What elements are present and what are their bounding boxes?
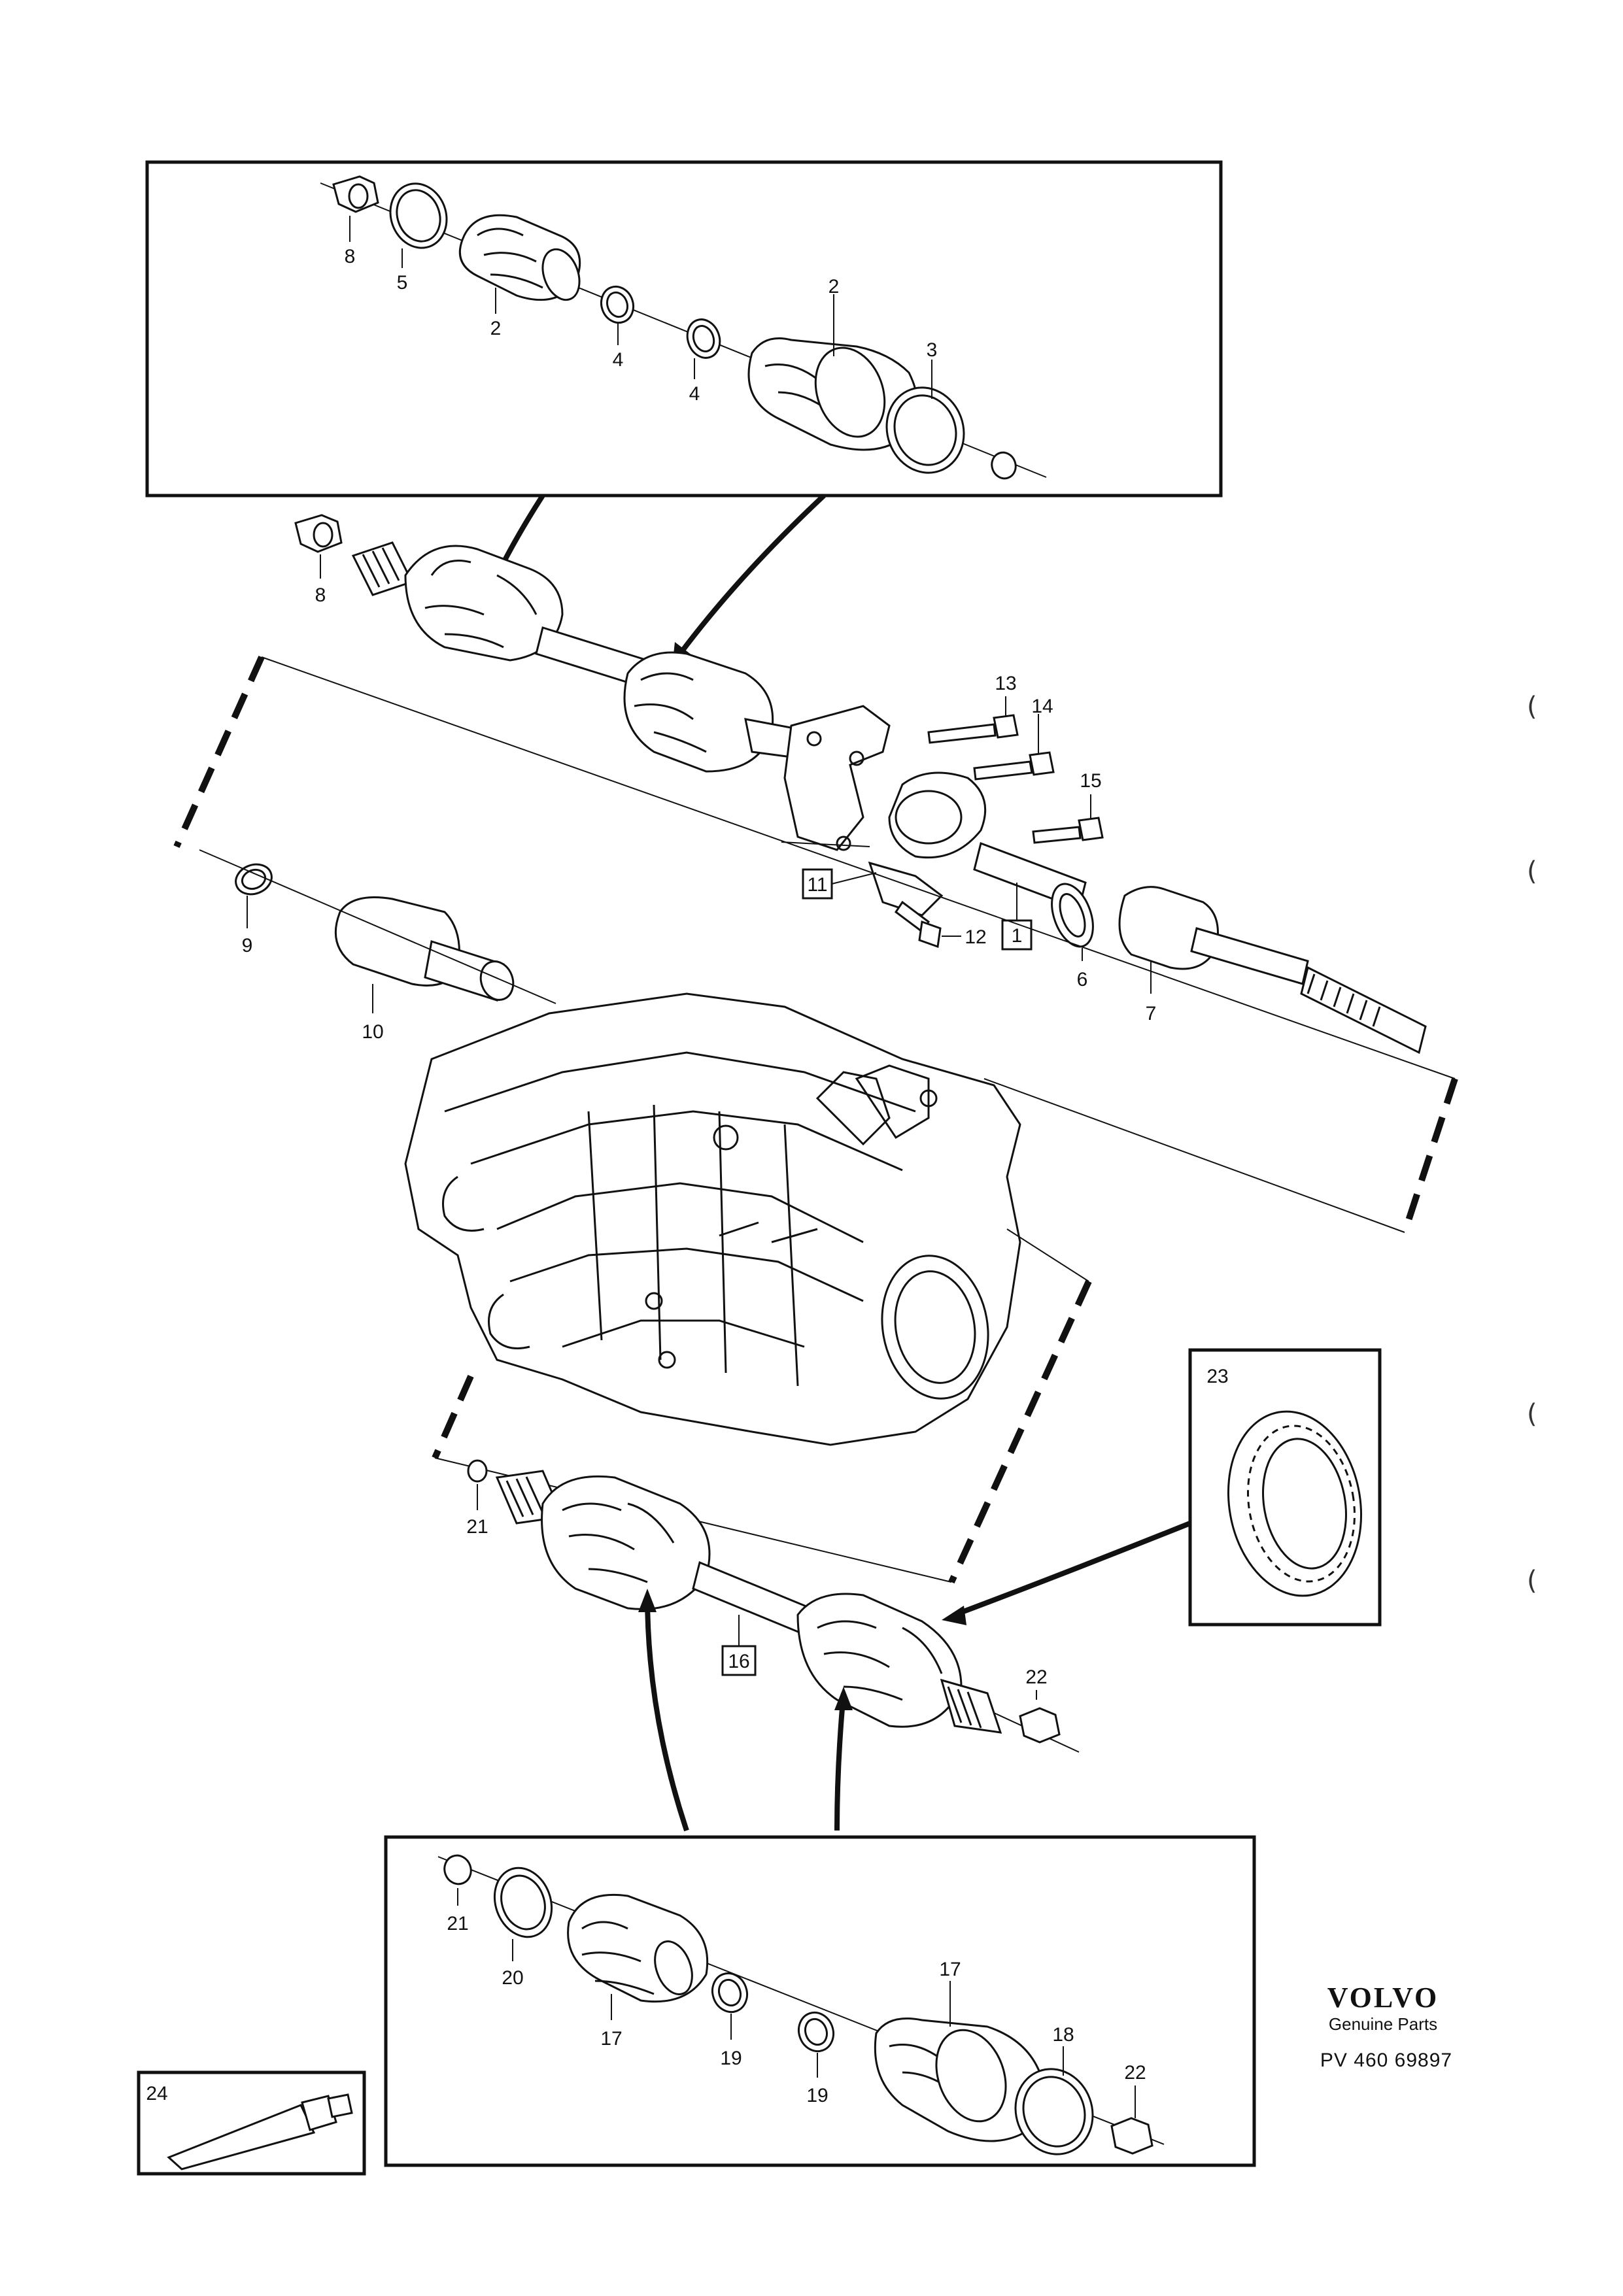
bolt-12 [894,900,942,949]
abs-pointer-arrow [953,1521,1191,1617]
label-2-top-left: 2 [490,318,502,339]
top-boot-2-left [458,214,581,301]
lower-shaft-assembly: 21 22 16 [466,1459,1080,1753]
part-catalog-code: PV 460 69897 [1320,2050,1453,2071]
bracket-11 [783,705,987,917]
sleeve-10 [334,896,515,1002]
label-12: 12 [965,926,986,948]
top-snap-ring [991,451,1017,480]
label-4-top-b: 4 [689,383,700,405]
top-detail-box: 8 5 2 4 4 2 3 [145,160,1223,498]
abs-ring-box: 23 [1188,1348,1382,1627]
label-9: 9 [242,935,253,956]
o-ring-9 [235,863,273,896]
bottom-detail-box: 21 20 17 19 19 17 18 22 [384,1835,1256,2167]
gearbox-housing [404,992,1021,1446]
label-23: 23 [1206,1366,1228,1387]
label-11: 11 [807,874,827,896]
label-21-mid: 21 [466,1516,488,1538]
label-2-top-right: 2 [829,276,840,297]
label-3-top: 3 [927,339,938,361]
upper-shaft-assembly: 8 [199,514,1427,1055]
label-10: 10 [362,1021,383,1043]
upper-dashed-outline [173,655,1458,1234]
top-ring-4a [600,285,635,324]
label-15: 15 [1080,770,1101,792]
bottom-pointer-arrows [638,1589,853,1832]
mid-nut-8 [294,514,343,553]
top-clamp-5 [389,182,448,249]
label-8-mid: 8 [315,584,326,606]
label-22-bottom: 22 [1124,2062,1146,2084]
top-clamp-3 [885,386,965,474]
label-20-bottom: 20 [502,1967,523,1989]
label-19-bottom-a: 19 [720,2048,742,2069]
label-14: 14 [1031,696,1053,717]
bolt-15 [1032,817,1104,844]
label-17-bottom-right: 17 [939,1959,961,1980]
label-5-top: 5 [397,272,408,294]
label-18-bottom: 18 [1052,2024,1074,2046]
label-19-bottom-b: 19 [806,2085,828,2106]
label-17-bottom-left: 17 [600,2028,622,2050]
top-ring-4b [686,318,721,359]
intermediate-shaft-1 [973,842,1427,1055]
bolt-13 [927,714,1019,744]
label-13: 13 [995,673,1016,694]
margin-paren-3: ( [1527,1399,1537,1429]
label-16: 16 [728,1651,749,1672]
top-nut-8 [332,175,379,213]
volvo-logo: VOLVO [1327,1982,1439,2014]
margin-paren-4: ( [1527,1566,1537,1596]
label-4-top-a: 4 [613,349,624,371]
label-8-top: 8 [345,246,356,267]
label-1: 1 [1012,925,1023,947]
bolt-14 [973,751,1055,781]
margin-paren-1: ( [1527,692,1537,722]
volvo-brand: VOLVO Genuine Parts [1301,1981,1465,2034]
label-24: 24 [146,2083,167,2104]
grease-tube-box: 24 [137,2070,366,2176]
genuine-parts-text: Genuine Parts [1328,2014,1438,2034]
margin-paren-2: ( [1527,856,1537,886]
label-7: 7 [1146,1003,1157,1024]
top-boot-2-right [747,337,919,451]
label-6: 6 [1077,969,1088,990]
label-22-mid: 22 [1025,1666,1047,1688]
label-21-bottom: 21 [447,1913,468,1934]
